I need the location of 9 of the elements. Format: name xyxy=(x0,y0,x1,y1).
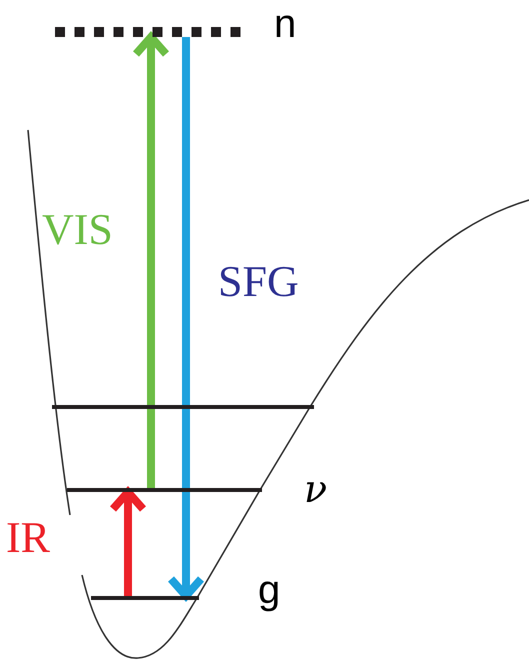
arrow xyxy=(109,488,147,596)
level-label: n xyxy=(274,4,296,44)
level-label: g xyxy=(258,570,280,610)
arrow xyxy=(132,33,170,488)
arrow xyxy=(167,37,205,600)
level-label: ν xyxy=(304,470,328,508)
edge-label: IR xyxy=(6,516,50,560)
edge-label: SFG xyxy=(218,260,299,304)
edge-label: VIS xyxy=(42,208,113,252)
